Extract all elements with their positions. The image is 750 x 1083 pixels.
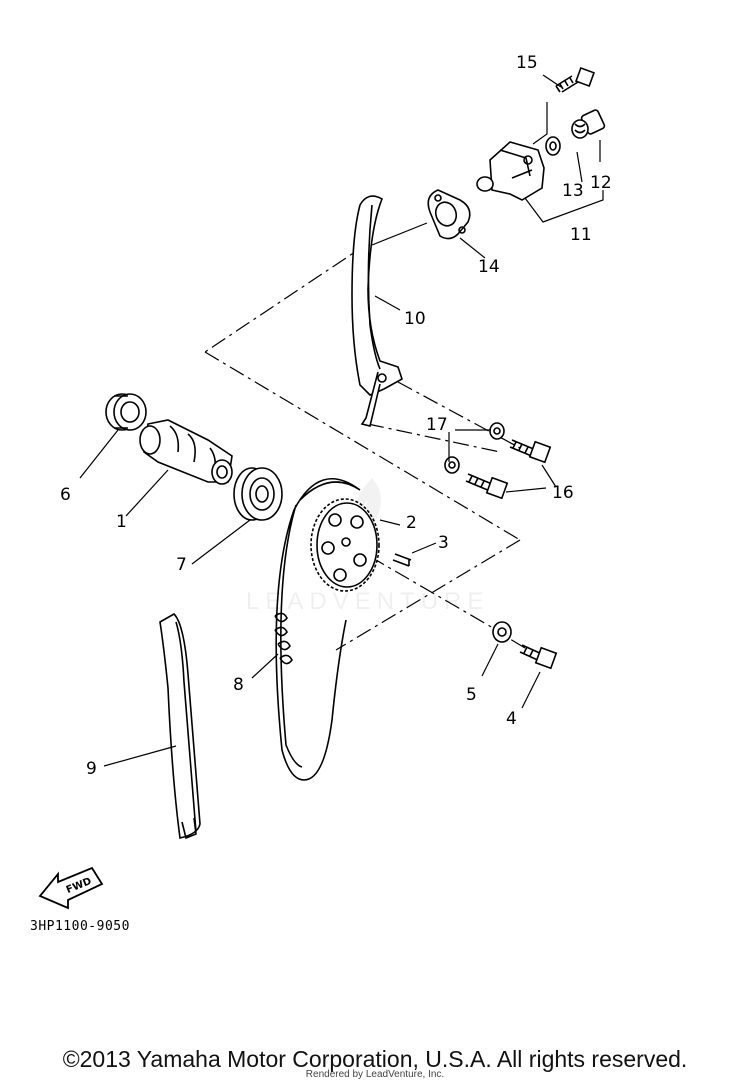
callout-7: 7 <box>176 555 187 575</box>
part-12-plug <box>571 109 606 139</box>
part-6-bearing <box>105 393 147 431</box>
part-8-chain <box>274 478 361 781</box>
callout-11: 11 <box>570 225 592 245</box>
callout-12: 12 <box>590 173 612 193</box>
callout-13: 13 <box>562 181 584 201</box>
callout-labels: 1 2 3 4 5 6 7 8 9 10 11 12 13 14 15 16 1… <box>60 53 612 779</box>
callout-17: 17 <box>426 415 448 435</box>
callout-4: 4 <box>506 709 517 729</box>
part-1-camshaft <box>139 419 233 485</box>
bracket-11 <box>524 151 604 223</box>
watermark-text: LEADVENTURE <box>246 588 489 615</box>
callout-3: 3 <box>438 533 449 553</box>
part-13-washer <box>545 136 561 156</box>
fwd-arrow-icon: FWD <box>38 866 104 910</box>
part-14-gasket <box>427 189 471 240</box>
part-4-bolt <box>519 644 558 670</box>
drawing-code: 3HP1100-9050 <box>30 919 130 934</box>
callout-2: 2 <box>406 513 417 533</box>
callout-8: 8 <box>233 675 244 695</box>
part-5-washer <box>492 621 512 643</box>
part-7-bearing <box>233 467 283 521</box>
watermark-logo <box>354 478 381 530</box>
callout-15: 15 <box>516 53 538 73</box>
callout-16: 16 <box>552 483 574 503</box>
part-9-guide <box>159 613 201 840</box>
part-10-guide <box>351 195 403 427</box>
callout-1: 1 <box>116 512 127 532</box>
leader-15 <box>532 102 548 145</box>
part-16-bolts <box>465 439 552 500</box>
part-3-pin <box>392 553 412 567</box>
callout-6: 6 <box>60 485 71 505</box>
rendered-by-text: Rendered by LeadVenture, Inc. <box>305 1069 445 1080</box>
part-2-sprocket <box>310 498 380 592</box>
parts-diagram: FWD 1 2 3 4 5 6 7 8 9 10 11 12 13 14 15 … <box>30 53 612 934</box>
callout-10: 10 <box>404 309 426 329</box>
part-11-tensioner <box>476 141 545 201</box>
callout-5: 5 <box>466 685 477 705</box>
reference-lines <box>204 241 526 651</box>
copyright-text: ©2013 Yamaha Motor Corporation, U.S.A. A… <box>62 1046 688 1072</box>
part-15-bolt <box>555 67 595 93</box>
callout-14: 14 <box>478 257 500 277</box>
callout-9: 9 <box>86 759 97 779</box>
